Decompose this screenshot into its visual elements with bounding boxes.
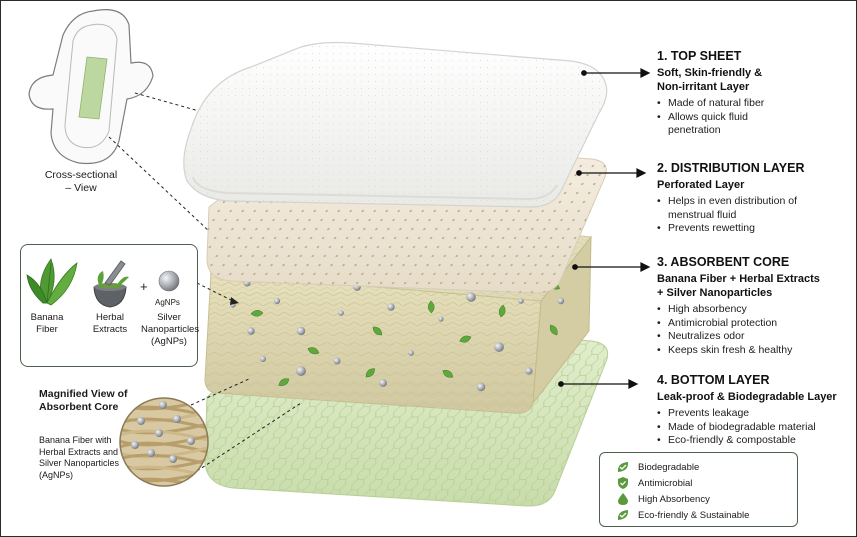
leaf-check-icon <box>617 462 629 472</box>
list-item: Helps in even distribution of menstrual … <box>657 195 838 222</box>
magnified-core-view <box>119 378 302 487</box>
layer-pointers <box>558 68 651 389</box>
silver-sphere-icon <box>158 270 180 292</box>
core-silver-nanoparticle <box>247 327 255 335</box>
layer-4-title: 4. BOTTOM LAYER <box>657 373 770 387</box>
legend-label: Antimicrobial <box>638 477 693 489</box>
list-item: Eco-friendly & compostable <box>657 434 852 448</box>
core-leaf <box>365 368 375 378</box>
leaf-check-icon <box>617 510 629 520</box>
core-silver-nanoparticle <box>296 366 306 376</box>
core-silver-nanoparticle <box>525 367 533 375</box>
magnified-silver-nanoparticle <box>137 417 145 425</box>
core-leaf <box>427 300 435 314</box>
layer-3-description: 3. ABSORBENT CORE Banana Fiber + Herbal … <box>657 255 852 357</box>
agnps-tag: AgNPs <box>155 298 180 307</box>
legend-item-eco-friendly: Eco-friendly & Sustainable <box>600 508 749 522</box>
ingredients-panel: + AgNPs Banana Fiber Herbal Extracts Sil… <box>20 244 200 367</box>
layer-2-title: 2. DISTRIBUTION LAYER <box>657 161 805 175</box>
layer-3-points: High absorbency Antimicrobial protection… <box>657 303 852 357</box>
list-item: Made of biodegradable material <box>657 421 852 435</box>
benefits-legend: Biodegradable Antimicrobial High Absorbe… <box>599 452 798 527</box>
layer-2-points: Helps in even distribution of menstrual … <box>657 195 852 236</box>
legend-label: Biodegradable <box>638 461 700 473</box>
core-silver-nanoparticle <box>273 297 281 305</box>
magnified-silver-nanoparticle <box>187 437 195 445</box>
core-silver-nanoparticle <box>333 357 341 365</box>
core-silver-nanoparticle <box>387 303 395 311</box>
magnified-silver-nanoparticle <box>173 415 181 423</box>
core-leaf <box>307 347 320 355</box>
layer-4-subtitle: Leak-proof & Biodegradable Layer <box>657 391 837 403</box>
core-silver-nanoparticle <box>518 298 524 304</box>
legend-label: Eco-friendly & Sustainable <box>638 509 750 521</box>
core-leaf <box>372 326 383 336</box>
core-silver-nanoparticle <box>494 342 504 352</box>
herbal-extracts-label: Herbal Extracts <box>92 312 128 335</box>
core-leaf <box>459 335 472 343</box>
magnified-silver-nanoparticle <box>159 401 167 409</box>
magnified-view-title: Magnified View of Absorbent Core <box>39 388 128 413</box>
mortar-pestle-icon <box>93 260 129 308</box>
core-leaf <box>442 370 454 378</box>
layer-1-description: 1. TOP SHEET Soft, Skin-friendly & Non-i… <box>657 49 847 138</box>
core-silver-nanoparticle <box>476 382 486 392</box>
droplet-icon <box>618 493 628 505</box>
cross-section-caption: Cross-sectional – View <box>44 169 118 194</box>
legend-label: High Absorbency <box>638 493 710 505</box>
core-silver-nanoparticle <box>296 326 306 336</box>
silver-nanoparticles-label: Silver Nanoparticles (AgNPs) <box>141 312 200 347</box>
layer-4-points: Prevents leakage Made of biodegradable m… <box>657 407 852 448</box>
list-item: Neutralizes odor <box>657 330 852 344</box>
magnified-silver-nanoparticle <box>169 455 177 463</box>
core-silver-nanoparticle <box>466 292 476 302</box>
core-silver-nanoparticle <box>338 310 344 316</box>
ingredient-connector <box>196 282 234 302</box>
list-item: Prevents leakage <box>657 407 852 421</box>
core-silver-nanoparticle <box>438 316 444 322</box>
core-leaf <box>498 304 506 318</box>
ingredient-icons: + <box>26 258 180 308</box>
banana-fiber-label: Banana Fiber <box>30 312 64 335</box>
core-silver-nanoparticle <box>408 350 414 356</box>
top-sheet-layer <box>183 41 608 208</box>
list-item: Keeps skin fresh & healthy <box>657 344 852 358</box>
core-silver-nanoparticle <box>260 356 266 362</box>
layer-3-subtitle: Banana Fiber + Herbal Extracts + Silver … <box>657 273 820 299</box>
layer-1-points: Made of natural fiber Allows quick fluid… <box>657 97 847 138</box>
plus-sign: + <box>140 279 148 294</box>
core-leaf <box>250 310 264 317</box>
list-item: Allows quick fluid penetration <box>657 111 788 138</box>
magnified-silver-nanoparticle <box>131 441 139 449</box>
legend-item-antimicrobial: Antimicrobial <box>600 476 692 490</box>
layer-1-title: 1. TOP SHEET <box>657 49 742 63</box>
core-leaf <box>549 324 558 336</box>
shield-check-icon <box>618 477 628 489</box>
legend-item-biodegradable: Biodegradable <box>600 460 699 474</box>
layer-2-description: 2. DISTRIBUTION LAYER Perforated Layer H… <box>657 161 852 236</box>
core-silver-nanoparticle <box>379 379 387 387</box>
list-item: Antimicrobial protection <box>657 317 852 331</box>
layer-1-subtitle: Soft, Skin-friendly & Non-irritant Layer <box>657 67 763 93</box>
layer-4-description: 4. BOTTOM LAYER Leak-proof & Biodegradab… <box>657 373 852 448</box>
magnified-silver-nanoparticle <box>155 429 163 437</box>
banana-leaf-icon <box>26 258 78 306</box>
layer-3-title: 3. ABSORBENT CORE <box>657 255 790 269</box>
magnified-view-caption: Banana Fiber with Herbal Extracts and Si… <box>39 435 120 480</box>
legend-item-high-absorbency: High Absorbency <box>600 492 710 506</box>
sanitary-pad-illustration <box>28 9 212 234</box>
list-item: High absorbency <box>657 303 852 317</box>
list-item: Prevents rewetting <box>657 222 852 236</box>
magnified-silver-nanoparticle <box>147 449 155 457</box>
core-silver-nanoparticle <box>557 297 565 305</box>
core-leaf <box>278 378 290 386</box>
layer-2-subtitle: Perforated Layer <box>657 179 745 191</box>
list-item: Made of natural fiber <box>657 97 847 111</box>
